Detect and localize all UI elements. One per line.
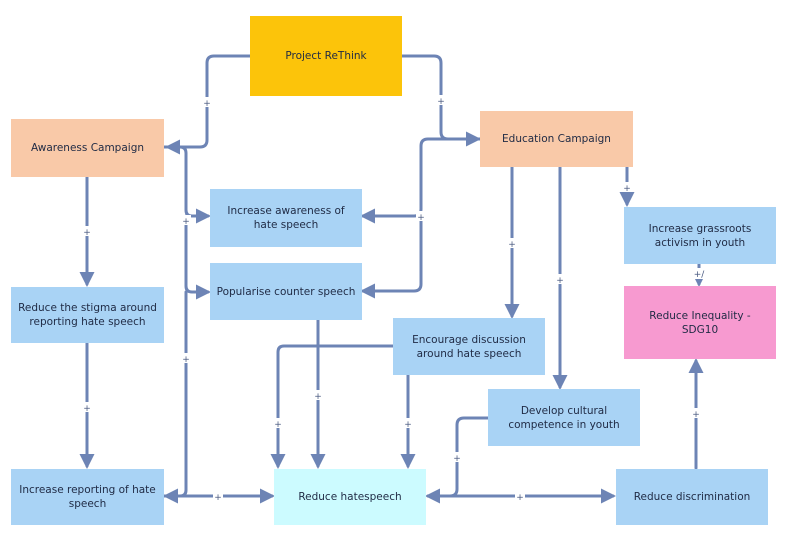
node-develop-competence[interactable]: Develop cultural competence in youth <box>488 389 640 446</box>
edge-label: + <box>83 404 91 414</box>
edge-label: + <box>623 184 631 194</box>
edge-label: + <box>556 276 564 286</box>
edge-label: + <box>417 213 425 223</box>
node-increase-reporting[interactable]: Increase reporting of hate speech <box>11 469 164 525</box>
edge-education-to-increase-awareness <box>360 137 482 224</box>
node-project-rethink[interactable]: Project ReThink <box>250 16 402 96</box>
node-label: Develop cultural competence in youth <box>508 404 620 431</box>
edge-label: + <box>516 493 524 503</box>
node-reduce-discrimination[interactable]: Reduce discrimination <box>616 469 768 525</box>
edge-awareness-to-increase-awareness <box>162 145 211 224</box>
node-reduce-stigma[interactable]: Reduce the stigma around reporting hate … <box>11 287 164 343</box>
node-reduce-inequality[interactable]: Reduce Inequality - SDG10 <box>624 286 776 359</box>
node-label: Encourage discussion around hate speech <box>412 333 526 360</box>
edge-label: + <box>203 99 211 109</box>
node-label: Increase reporting of hate speech <box>19 484 156 510</box>
node-label: Reduce hatespeech <box>298 491 402 503</box>
node-label: Project ReThink <box>285 50 367 62</box>
edge-label: + <box>692 410 700 420</box>
edge-label: + <box>274 420 282 430</box>
edge-label: + <box>314 392 322 402</box>
node-label: Awareness Campaign <box>30 142 145 154</box>
edge-label: + <box>182 217 190 227</box>
edge-label: +/ <box>694 270 706 280</box>
node-encourage-discussion[interactable]: Encourage discussion around hate speech <box>393 318 545 375</box>
node-popularise-counter-speech[interactable]: Popularise counter speech <box>210 263 362 320</box>
edge-label: + <box>182 355 190 365</box>
node-increase-awareness[interactable]: Increase awareness of hate speech <box>210 189 362 247</box>
edge-awareness-to-popularise <box>184 214 211 300</box>
edge-label: + <box>437 97 445 107</box>
edge-labels: + + + + + + + + + + + +/ + + + + + + <box>82 95 708 503</box>
edge-education-to-popularise <box>360 214 423 299</box>
node-education-campaign[interactable]: Education Campaign <box>480 111 633 167</box>
node-reduce-hatespeech[interactable]: Reduce hatespeech <box>274 469 426 525</box>
node-label: Reduce Inequality - SDG10 <box>649 309 751 336</box>
edge-label: + <box>404 420 412 430</box>
node-label: Popularise counter speech <box>216 285 356 298</box>
edge-label: + <box>508 240 516 250</box>
node-label: Reduce discrimination <box>633 491 751 503</box>
edge-discussion-to-hatespeech-left <box>270 344 395 469</box>
edge-awareness-to-reporting <box>163 290 188 504</box>
edge-label: + <box>214 493 222 503</box>
node-label: Increase awareness of hate speech <box>227 205 345 231</box>
node-grassroots-activism[interactable]: Increase grassroots activism in youth <box>624 207 776 264</box>
node-awareness-campaign[interactable]: Awareness Campaign <box>11 119 164 177</box>
node-label: Education Campaign <box>502 133 611 145</box>
edge-label: + <box>83 228 91 238</box>
edge-label: + <box>453 454 461 464</box>
node-label: Reduce the stigma around reporting hate … <box>18 302 157 328</box>
node-label: Increase grassroots activism in youth <box>648 222 752 249</box>
